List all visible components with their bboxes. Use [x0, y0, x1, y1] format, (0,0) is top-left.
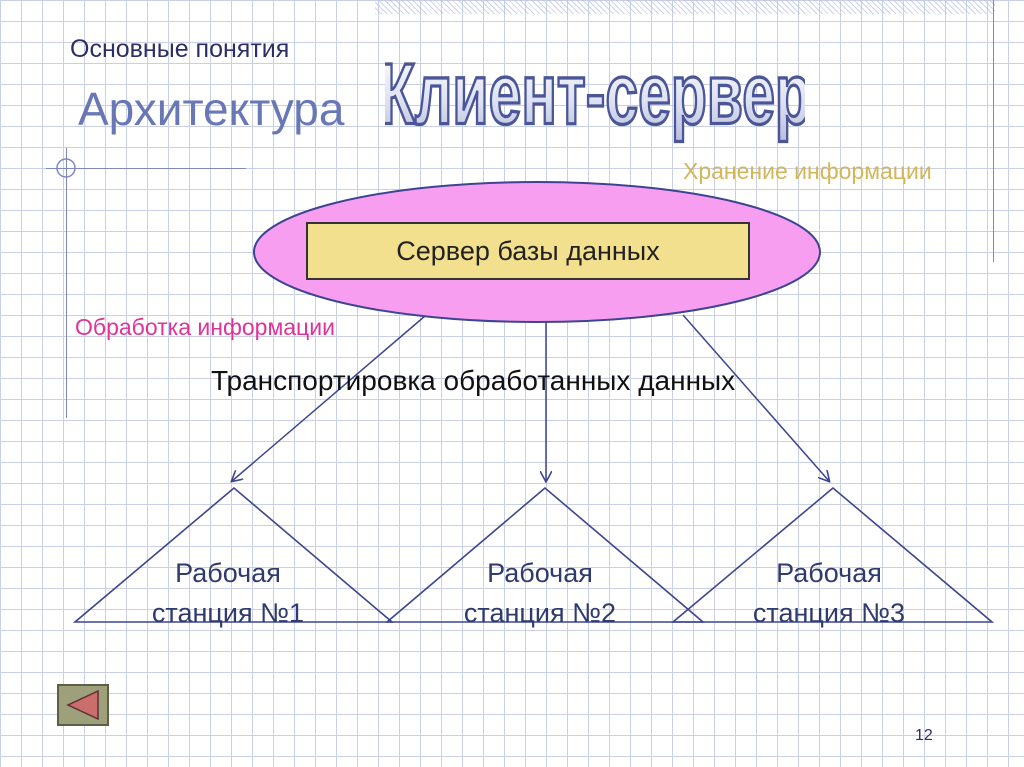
workstation-3-line2: станция №3 [752, 598, 906, 628]
slide-subtitle: Основные понятия [70, 35, 290, 63]
frame-horizontal-line [46, 168, 246, 169]
frame-vertical-line [66, 148, 67, 418]
workstation-2-label: Рабочая станция №2 [430, 553, 650, 633]
workstation-2-triangle [384, 486, 706, 623]
decorative-hatch-band [375, 0, 995, 14]
database-server-box: Сервер базы данных [306, 222, 750, 280]
back-button[interactable] [57, 684, 109, 726]
arrow-to-station-1 [232, 315, 426, 481]
workstation-3-triangle [670, 486, 995, 623]
frame-right-line [993, 0, 994, 262]
workstation-2-line1: Рабочая [487, 558, 593, 588]
transport-label: Транспортировка обработанных данных [211, 365, 736, 396]
workstation-1-label: Рабочая станция №1 [118, 553, 338, 633]
workstation-3-line1: Рабочая [776, 558, 882, 588]
slide-title: Архитектура [78, 83, 345, 135]
workstation-2-line2: станция №2 [463, 598, 617, 628]
arrow-to-station-3 [682, 314, 829, 481]
wordart-title-text: Клиент-сервер [385, 52, 805, 142]
workstation-1-triangle [72, 486, 395, 623]
triangle-left-icon [66, 689, 99, 721]
page-number: 12 [915, 727, 933, 744]
storage-label: Хранение информации [683, 158, 932, 184]
workstation-3-label: Рабочая станция №3 [719, 553, 939, 633]
processing-label: Обработка информации [75, 314, 335, 340]
wordart-title: Клиент-сервер [385, 52, 805, 144]
workstation-1-line2: станция №1 [151, 598, 305, 628]
workstation-1-line1: Рабочая [175, 558, 281, 588]
